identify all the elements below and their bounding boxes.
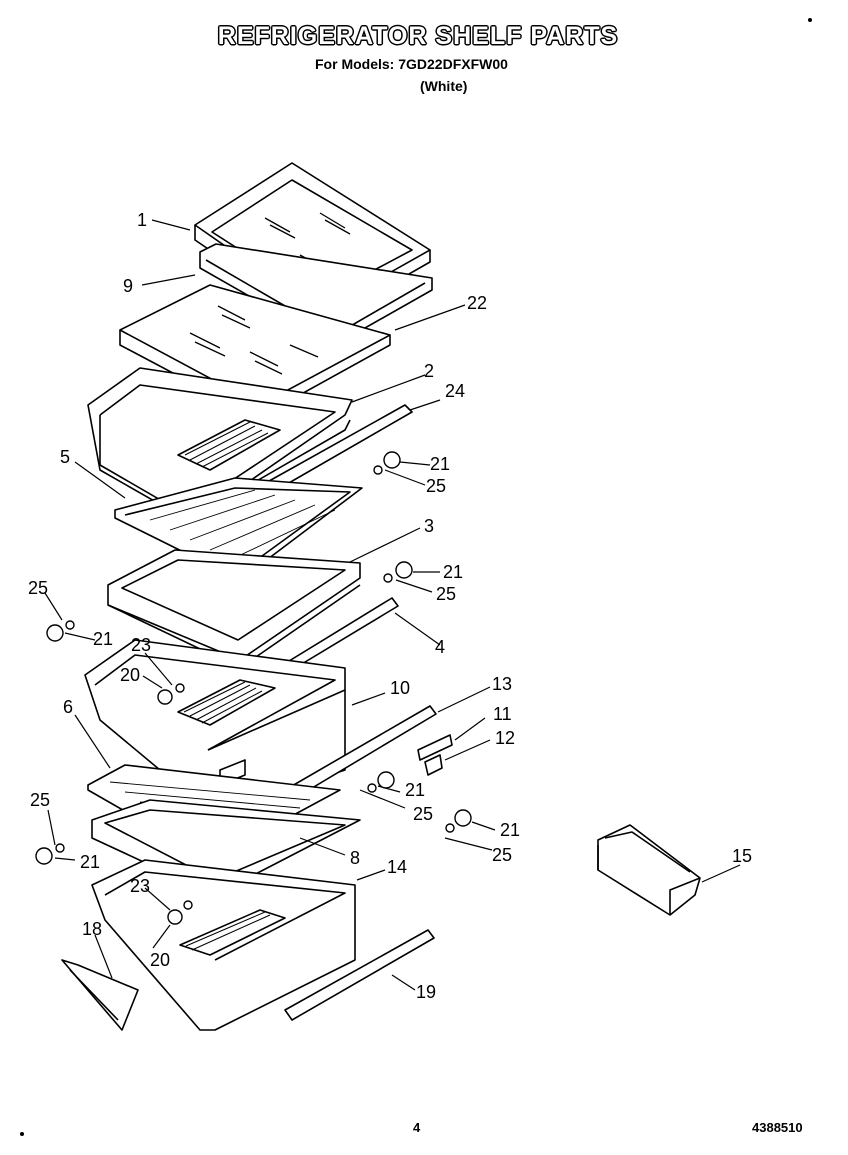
- document-code: 4388510: [752, 1120, 803, 1135]
- callout-6: 6: [63, 697, 73, 717]
- callout-3: 3: [424, 516, 434, 536]
- callout-25-e: 25: [492, 845, 512, 865]
- callout-18: 18: [82, 919, 102, 939]
- callout-2: 2: [424, 361, 434, 381]
- page-title: REFRIGERATOR SHELF PARTS: [217, 22, 619, 50]
- callout-21-d: 21: [405, 780, 425, 800]
- fasteners: [35, 451, 472, 925]
- corner-mark-top: [808, 18, 812, 22]
- callout-21-f: 21: [80, 852, 100, 872]
- callout-20-b: 20: [150, 950, 170, 970]
- callout-14: 14: [387, 857, 407, 877]
- callout-4: 4: [435, 637, 445, 657]
- callout-20-a: 20: [120, 665, 140, 685]
- callout-8: 8: [350, 848, 360, 868]
- callout-15: 15: [732, 846, 752, 866]
- callout-1: 1: [137, 210, 147, 230]
- models-line: For Models: 7GD22DFXFW00: [315, 56, 508, 72]
- callout-9: 9: [123, 276, 133, 296]
- part-22-shelf-frame: [199, 243, 433, 346]
- callout-13: 13: [492, 674, 512, 694]
- part-8-shelf-frame: [91, 799, 361, 896]
- leader-lines: [44, 219, 741, 991]
- callout-21-e: 21: [500, 820, 520, 840]
- upper-crisper-pan: [87, 367, 353, 531]
- part-19-rail: [284, 929, 435, 1021]
- part-10-crisper-pan: [84, 639, 346, 816]
- part-15-door-bin: [597, 824, 701, 916]
- callout-19: 19: [416, 982, 436, 1002]
- part-11-latch: [417, 734, 453, 761]
- callout-23-b: 23: [130, 876, 150, 896]
- callout-21-b: 21: [443, 562, 463, 582]
- callout-21-c: 21: [93, 629, 113, 649]
- callout-12: 12: [495, 728, 515, 748]
- callout-11: 11: [493, 704, 512, 724]
- part-18-card: [61, 959, 139, 1031]
- callout-10: 10: [390, 678, 410, 698]
- callout-23-a: 23: [131, 635, 151, 655]
- callout-24: 24: [445, 381, 465, 401]
- callout-25-d: 25: [413, 804, 433, 824]
- part-5-shelf: [114, 477, 363, 581]
- callout-5: 5: [60, 447, 70, 467]
- part-14-crisper-pan: [91, 859, 356, 1031]
- corner-mark-bottom: [20, 1132, 24, 1136]
- callout-labels: 1 9 22 2 24 21 25 5 3 21 25 25 21 4 23 2…: [28, 210, 752, 1002]
- callout-21-a: 21: [430, 454, 450, 474]
- page-number: 4: [413, 1120, 421, 1135]
- callout-25-b: 25: [436, 584, 456, 604]
- part-12-clip: [424, 754, 443, 776]
- callout-25-f: 25: [30, 790, 50, 810]
- callout-25-a: 25: [426, 476, 446, 496]
- callout-25-c: 25: [28, 578, 48, 598]
- callout-22: 22: [467, 293, 487, 313]
- color-line: (White): [420, 78, 468, 94]
